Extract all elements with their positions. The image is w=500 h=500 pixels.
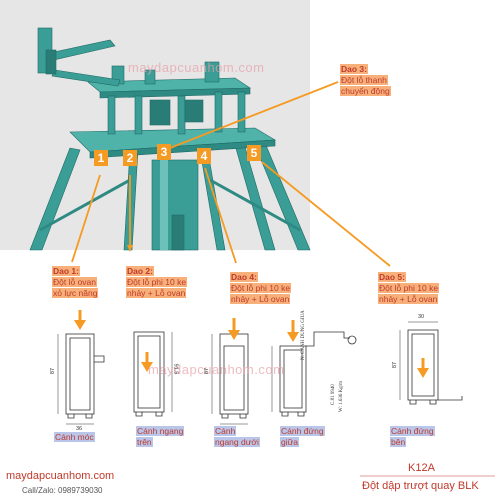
badge-2: 2 <box>123 150 137 166</box>
product-code: K12A <box>408 462 435 474</box>
profile-canh-moc <box>57 333 105 425</box>
profile-spec-line-2: C.81 9940 <box>331 384 336 405</box>
profile-canh-ngang-duoi <box>211 333 249 425</box>
caption-3-line-1: Cánh <box>214 426 237 436</box>
badge-5: 5 <box>247 145 261 161</box>
label-dao-1: Dao 1: Đột lỗ ovan xỏ lực năng <box>52 266 99 299</box>
label-dao-4-line-1: Đột lỗ phi 10 ke <box>230 283 292 293</box>
profile-spec-3: W: 1.636 Kg/m <box>338 381 345 412</box>
product-name: Đột dập trượt quay BLK <box>362 480 479 492</box>
leader-lines <box>71 81 391 267</box>
watermark-top: maydapcuanhom.com <box>128 60 265 75</box>
label-dao-1-title: Dao 1: <box>52 266 80 276</box>
arrow-profile-1 <box>74 310 86 330</box>
caption-2-line-2: trên <box>136 437 153 447</box>
label-dao-5-line-1: Đột lỗ phi 10 ke <box>378 283 440 293</box>
caption-canh-ngang-tren: Cánh ngang trên <box>136 426 185 448</box>
label-dao-3: Dao 3: Đột lỗ thanh chuyển động <box>340 64 391 97</box>
dim-p5-height: 87 <box>392 361 399 369</box>
label-dao-5-line-2: nhảy + Lỗ ovan <box>378 294 439 304</box>
profile-spec-line-1: N. CANH DUNG GIUA <box>301 310 306 360</box>
arrow-profile-2 <box>141 352 153 372</box>
label-dao-4: Dao 4: Đột lỗ phi 10 ke nhảy + Lỗ ovan <box>230 272 292 305</box>
profile-canh-ngang-tren <box>133 331 173 417</box>
profile-canh-dung-ben <box>399 321 463 405</box>
dim-p5-width: 30 <box>418 314 425 320</box>
caption-2-line-1: Cánh ngang <box>136 426 185 436</box>
profile-spec-2: C.81 9940 <box>330 384 337 405</box>
label-dao-3-title: Dao 3: <box>340 64 368 74</box>
label-dao-5: Dao 5: Đột lỗ phi 10 ke nhảy + Lỗ ovan <box>378 272 440 305</box>
badge-1: 1 <box>94 150 108 166</box>
label-dao-2-title: Dao 2: <box>126 266 154 276</box>
badge-3: 3 <box>157 144 171 160</box>
dim-p2-height: 91.5 <box>172 363 179 375</box>
caption-canh-ngang-duoi: Cánh ngang dưới <box>214 426 260 448</box>
label-dao-4-line-2: nhảy + Lỗ ovan <box>230 294 291 304</box>
dim-p1-width: 36 <box>76 426 83 432</box>
label-dao-1-line-1: Đột lỗ ovan <box>52 277 97 287</box>
profile-spec-line-3: W: 1.636 Kg/m <box>339 380 344 412</box>
label-dao-3-line-2: chuyển động <box>340 86 391 96</box>
caption-4-line-2: giữa <box>280 437 300 447</box>
arrow-profile-4 <box>287 320 299 342</box>
label-dao-2: Dao 2: Đột lỗ phi 10 ke nhảy + Lỗ ovan <box>126 266 188 299</box>
profile-spec: N. CANH DUNG GIUA <box>300 280 307 360</box>
punching-machine <box>29 27 311 251</box>
label-dao-4-title: Dao 4: <box>230 272 258 282</box>
label-dao-1-line-2: xỏ lực năng <box>52 288 99 298</box>
caption-canh-dung-ben: Cánh đứng bên <box>390 426 435 448</box>
dim-p1-height: 87 <box>50 367 57 375</box>
caption-3-line-2: ngang dưới <box>214 437 260 447</box>
caption-1-line-1: Cánh móc <box>54 432 95 442</box>
label-dao-5-title: Dao 5: <box>378 272 406 282</box>
arrow-profile-3 <box>228 318 240 340</box>
label-dao-3-line-1: Đột lỗ thanh <box>340 75 388 85</box>
dim-p3-height: 87 <box>204 367 211 375</box>
label-dao-2-line-1: Đột lỗ phi 10 ke <box>126 277 188 287</box>
watermark-bottom: maydapcuanhom.com <box>148 362 285 377</box>
caption-canh-moc: Cánh móc <box>54 432 95 443</box>
label-dao-2-line-2: nhảy + Lỗ ovan <box>126 288 187 298</box>
brand-contact: Call/Zalo: 0989739030 <box>22 486 103 495</box>
caption-5-line-2: bên <box>390 437 407 447</box>
arrow-profile-5 <box>417 358 429 378</box>
caption-canh-dung-giua: Cánh đứng giữa <box>280 426 325 448</box>
caption-4-line-1: Cánh đứng <box>280 426 325 436</box>
badge-4: 4 <box>197 148 211 164</box>
caption-5-line-1: Cánh đứng <box>390 426 435 436</box>
profile-canh-dung-giua <box>271 331 357 417</box>
brand-site: maydapcuanhom.com <box>6 470 115 482</box>
